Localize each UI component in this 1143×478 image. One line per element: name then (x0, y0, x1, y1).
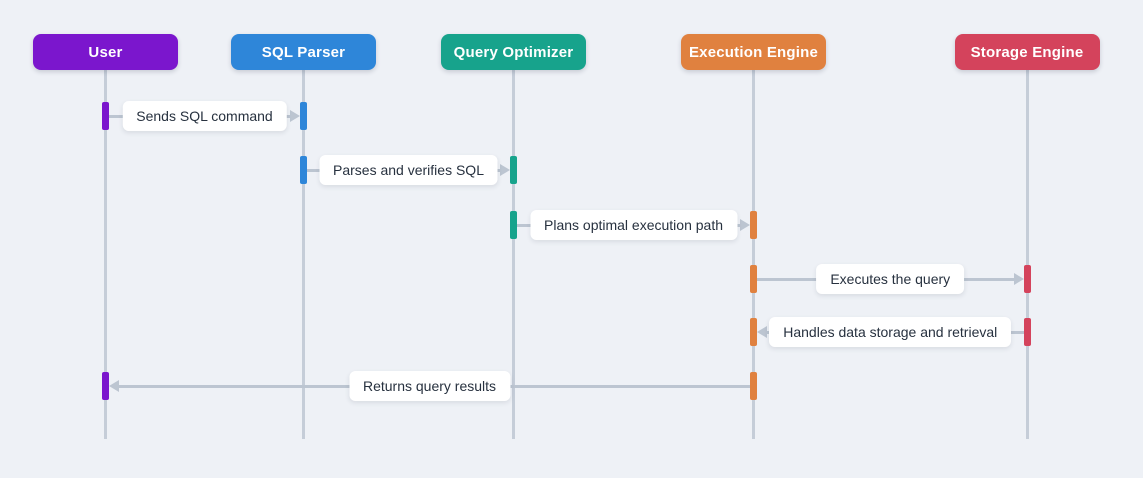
arrowhead-icon (757, 326, 767, 338)
actor-label-query-optimizer: Query Optimizer (453, 43, 574, 61)
actor-box-storage-engine: Storage Engine (954, 34, 1100, 70)
activation-bar-storage-engine-msg4 (1023, 265, 1031, 293)
message-label-2: Parses and verifies SQL (319, 155, 498, 185)
activation-bar-execution-engine-msg4 (750, 265, 757, 293)
activation-bar-execution-engine-msg6 (750, 372, 757, 400)
arrowhead-icon (290, 110, 300, 122)
actor-label-storage-engine: Storage Engine (970, 43, 1084, 61)
actor-label-user: User (88, 43, 123, 61)
arrowhead-icon (740, 219, 750, 231)
arrowhead-icon (109, 380, 119, 392)
lifeline-sql-parser (302, 70, 305, 439)
activation-bar-query-optimizer-msg3 (510, 211, 517, 239)
activation-bar-query-optimizer-msg2 (510, 156, 517, 184)
message-label-1: Sends SQL command (122, 101, 287, 131)
activation-bar-sql-parser-msg2 (300, 156, 307, 184)
actor-label-sql-parser: SQL Parser (261, 43, 346, 61)
activation-bar-storage-engine-msg5 (1023, 318, 1031, 346)
arrowhead-icon (500, 164, 510, 176)
activation-bar-user-msg1 (102, 102, 109, 130)
actor-label-execution-engine: Execution Engine (688, 43, 819, 61)
arrowhead-icon (1013, 273, 1024, 285)
actor-box-user: User (33, 34, 178, 70)
message-label-3: Plans optimal execution path (530, 210, 737, 240)
actor-box-query-optimizer: Query Optimizer (441, 34, 586, 70)
lifeline-execution-engine (752, 70, 755, 439)
actor-box-sql-parser: SQL Parser (231, 34, 376, 70)
activation-bar-execution-engine-msg3 (750, 211, 757, 239)
lifeline-query-optimizer (512, 70, 515, 439)
activation-bar-execution-engine-msg5 (750, 318, 757, 346)
message-label-6: Returns query results (348, 371, 511, 401)
message-label-4: Executes the query (816, 264, 965, 294)
actor-box-execution-engine: Execution Engine (681, 34, 826, 70)
activation-bar-sql-parser-msg1 (300, 102, 307, 130)
lifeline-storage-engine (1025, 70, 1029, 439)
activation-bar-user-msg6 (102, 372, 109, 400)
message-label-5: Handles data storage and retrieval (769, 317, 1012, 347)
lifeline-user (104, 70, 107, 439)
